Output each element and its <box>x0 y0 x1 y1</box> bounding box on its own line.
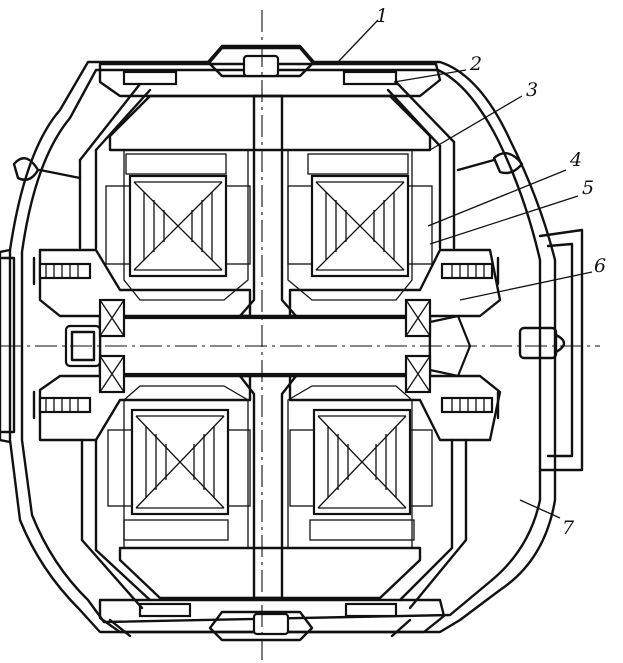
flange-bolts <box>32 256 500 420</box>
bearings <box>98 298 432 394</box>
callout-leaders <box>337 19 593 519</box>
housing-clips <box>12 152 524 638</box>
callout-label-3: 3 <box>526 79 538 101</box>
centerlines <box>0 10 600 660</box>
outer-housing <box>0 46 584 634</box>
bearing-housing-bottom <box>38 374 502 442</box>
callout-label-6: 6 <box>594 255 606 277</box>
callout-label-7: 7 <box>562 517 575 539</box>
coil-top-right <box>287 153 433 278</box>
bearing-housing-top <box>38 248 502 318</box>
inner-frame <box>78 80 468 610</box>
coil-top-left <box>105 153 251 278</box>
coil-bottom-right <box>289 408 433 541</box>
callout-label-5: 5 <box>582 177 594 199</box>
callout-label-4: 4 <box>569 149 582 171</box>
pole-pieces <box>123 149 413 549</box>
end-shield-bottom <box>98 598 446 642</box>
callout-label-2: 2 <box>469 53 482 75</box>
end-shield-top <box>98 44 442 98</box>
callout-label-1: 1 <box>376 5 388 27</box>
callout-labels: 1 2 3 4 5 6 7 <box>376 5 606 539</box>
coil-bottom-left <box>107 408 251 541</box>
